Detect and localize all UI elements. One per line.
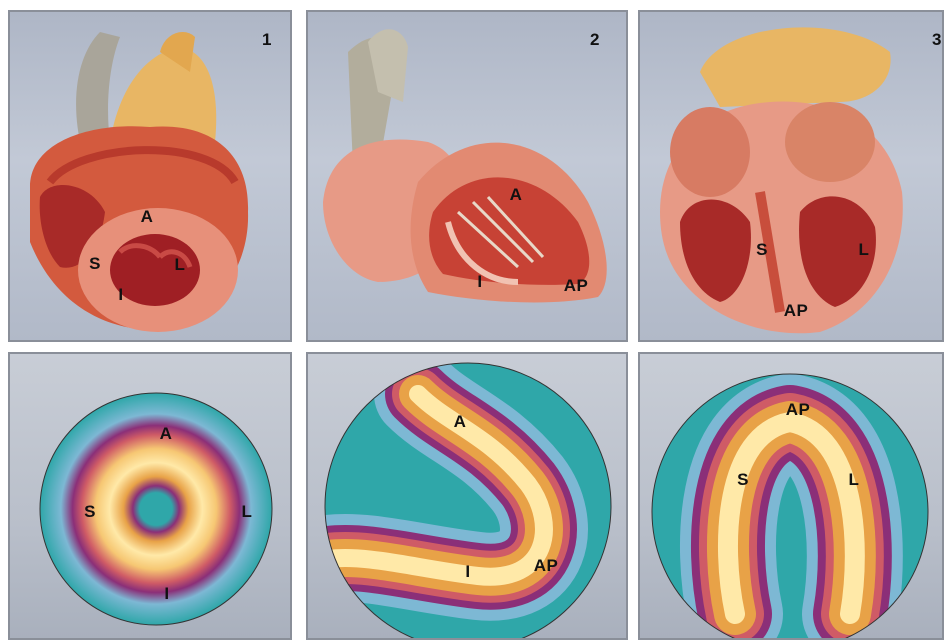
label-anterior: A [510, 185, 523, 205]
label-lateral: L [242, 502, 253, 522]
label-septal: S [756, 240, 768, 260]
heart-illustration-panel-2: 2 A I AP [306, 10, 628, 342]
label-apex: AP [784, 301, 809, 321]
label-apex: AP [564, 276, 589, 296]
short-axis-heart-illustration [10, 12, 290, 340]
label-lateral: L [859, 240, 870, 260]
heart-illustration-panel-3: 3 S L AP [638, 10, 944, 342]
perfusion-panel-short-axis: A S L I [8, 352, 292, 640]
label-anterior: A [160, 424, 173, 444]
label-inferior: I [465, 562, 470, 582]
panel-number-3: 3 [932, 30, 941, 50]
label-lateral: L [849, 470, 860, 490]
heart-illustration-panel-1: 1 A S L I [8, 10, 292, 342]
label-inferior: I [164, 584, 169, 604]
vertical-long-axis-perfusion-band [308, 354, 626, 640]
label-apex: AP [786, 400, 811, 420]
perfusion-panel-vertical-long-axis: A I AP [306, 352, 628, 640]
label-septal: S [84, 502, 96, 522]
label-septal: S [737, 470, 749, 490]
label-apex: AP [534, 556, 559, 576]
horizontal-long-axis-perfusion-horseshoe [640, 354, 944, 640]
panel-number-1: 1 [262, 30, 271, 50]
label-anterior: A [454, 412, 467, 432]
label-septal: S [89, 254, 101, 274]
label-inferior: I [477, 272, 482, 292]
short-axis-perfusion-ring [10, 354, 290, 640]
perfusion-panel-horizontal-long-axis: AP S L [638, 352, 944, 640]
panel-number-2: 2 [590, 30, 599, 50]
label-anterior: A [141, 207, 154, 227]
label-inferior: I [118, 285, 123, 305]
label-lateral: L [175, 255, 186, 275]
horizontal-long-axis-heart-illustration [640, 12, 944, 340]
